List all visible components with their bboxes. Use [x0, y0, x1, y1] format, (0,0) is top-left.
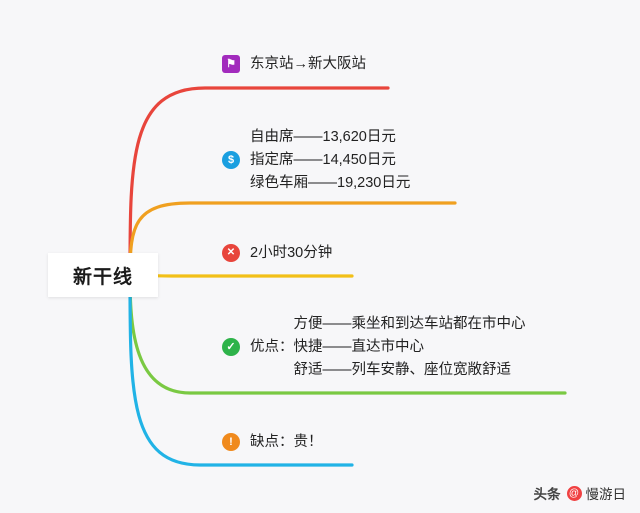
dollar-icon: $	[222, 151, 240, 169]
node-price-line-2: 指定席——14,450日元	[250, 152, 396, 168]
node-price-line-1: 自由席——13,620日元	[250, 129, 396, 145]
watermark-platform: 头条	[533, 487, 561, 502]
node-route[interactable]: ⚑ 东京站→新大阪站	[222, 53, 366, 76]
node-disadvantages[interactable]: ! 缺点：贵！	[222, 431, 323, 454]
node-duration-text: 2小时30分钟	[250, 245, 333, 261]
node-price-line-3: 绿色车厢——19,230日元	[250, 175, 411, 191]
node-price[interactable]: $ 自由席——13,620日元 指定席——14,450日元 绿色车厢——19,2…	[222, 126, 410, 195]
watermark: 头条 @ 慢游日	[533, 483, 627, 503]
root-node-label: 新干线	[72, 266, 133, 288]
warning-icon: !	[222, 433, 240, 451]
node-advantages-line-2: 快捷——直达市中心	[293, 339, 425, 355]
watermark-account: 慢游日	[585, 487, 627, 502]
node-disadvantages-text: 缺点：贵！	[250, 434, 323, 450]
clock-icon: ✕	[222, 244, 240, 262]
watermark-badge-icon: @	[566, 485, 582, 501]
node-route-text: 东京站→新大阪站	[250, 56, 366, 72]
node-duration[interactable]: ✕ 2小时30分钟	[222, 242, 332, 265]
node-advantages-line-1: 方便——乘坐和到达车站都在市中心	[293, 316, 526, 332]
branch-line-duration	[130, 273, 354, 278]
node-advantages[interactable]: ✓ 优点： 方便——乘坐和到达车站都在市中心 快捷——直达市中心 舒适——列车安…	[222, 313, 526, 382]
check-icon: ✓	[222, 338, 240, 356]
node-advantages-line-3: 舒适——列车安静、座位宽敞舒适	[293, 362, 512, 378]
flag-icon: ⚑	[222, 55, 240, 73]
node-advantages-label: 优点：	[250, 339, 294, 355]
root-node[interactable]: 新干线	[48, 253, 158, 297]
